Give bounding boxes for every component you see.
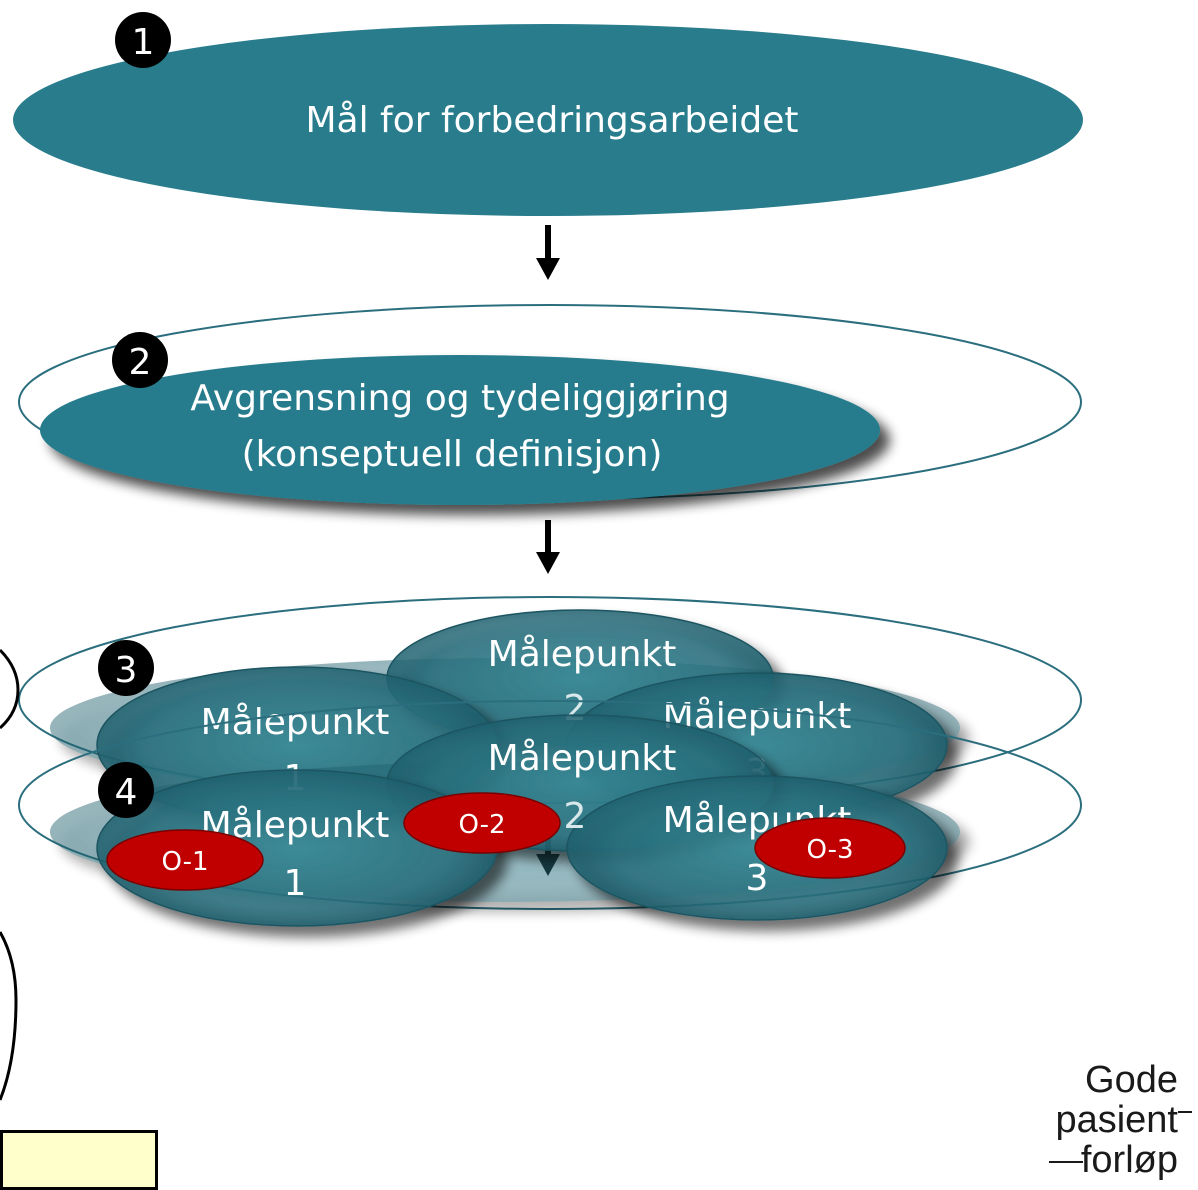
step-4-badge-number: 4 (115, 772, 138, 813)
gode-pasientforlop-logo: Gode pasient forløp (1055, 1060, 1178, 1180)
step-4-point-3-line-2: 3 (746, 858, 769, 899)
step-1-badge (115, 12, 171, 68)
left-edge-fragment-bottom (0, 931, 18, 1101)
step-1-goal: Mål for forbedringsarbeidet 1 (13, 12, 1083, 216)
logo-line-1: Gode (1085, 1059, 1178, 1101)
step-2-badge (112, 332, 168, 388)
arrow-1-to-2 (536, 225, 560, 280)
yellow-note-box (0, 1130, 158, 1190)
step-2-badge-number: 2 (129, 342, 152, 383)
step-4-outer-ellipse (18, 700, 1082, 910)
marker-o3 (754, 817, 906, 879)
logo-line-3: forløp (1080, 1139, 1178, 1181)
marker-o1-label: O-1 (161, 847, 208, 877)
step-2-inner-ellipse (40, 355, 880, 505)
step-4-point-2-line-1: Målepunkt (488, 738, 677, 779)
step-3-point-2-line-1: Målepunkt (488, 634, 677, 675)
step-3-badge-number: 3 (115, 650, 138, 691)
marker-o2-label: O-2 (458, 810, 505, 840)
step-2-line-1: Avgrensning og tydeliggjøring (190, 378, 729, 419)
step-4-operationalization: Målepunkt 2 Målepunkt 1 Målepunkt 3 O-1 … (18, 700, 1082, 927)
step-4-point-1-line-2: 1 (284, 863, 307, 904)
step-3-badge (98, 640, 154, 696)
marker-o1 (106, 829, 264, 891)
arrow-2-to-3 (536, 520, 560, 574)
goal-title: Mål for forbedringsarbeidet (305, 100, 798, 141)
marker-o3-label: O-3 (806, 835, 853, 865)
step-2-line-2: (konseptuell definisjon) (242, 434, 663, 475)
left-edge-fragment-top (0, 648, 20, 730)
logo-line-2: pasient (1055, 1099, 1178, 1141)
goal-ellipse (13, 24, 1083, 216)
step-1-badge-number: 1 (132, 22, 155, 63)
marker-o2 (403, 792, 561, 854)
step-2-definition: Avgrensning og tydeliggjøring (konseptue… (18, 304, 1082, 505)
step-4-point-2-line-2: 2 (564, 796, 587, 837)
step-4-badge (98, 762, 154, 818)
